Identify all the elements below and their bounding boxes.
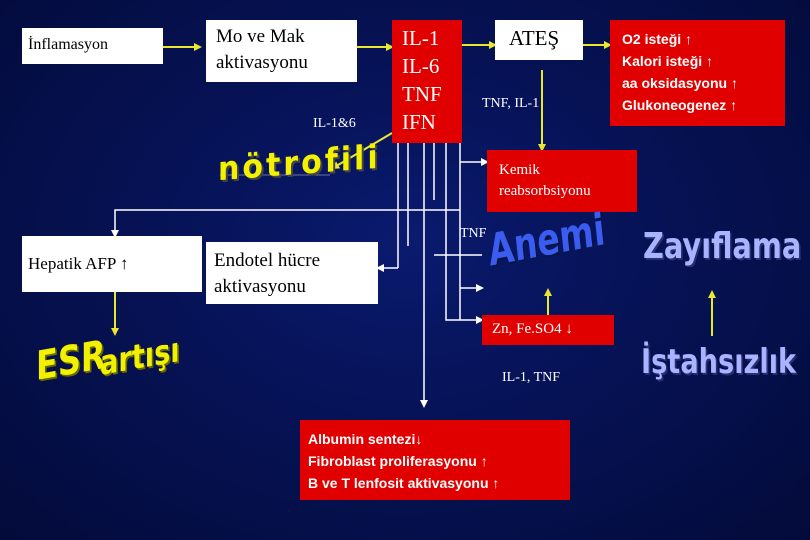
arrow-il-to-notrofili [331,132,393,170]
o2-line4: Glukoneogenez ↑ [622,97,738,113]
fibroblast-up-icon: ↑ [480,453,488,469]
kemik-line2: reabsorbsiyonu [499,183,591,199]
label-il1-tnf: IL-1, TNF [502,370,561,385]
kemik-line1: Kemik [499,162,540,178]
ates-box: ATEŞ [495,20,583,60]
cytokine-ifn: IFN [402,110,436,134]
o2-up-icon-4: ↑ [730,97,738,113]
ates-text: ATEŞ [509,26,560,50]
cytokine-box: IL-1 IL-6 TNF IFN [392,20,462,143]
label-tnf: TNF [460,226,487,241]
endotel-line1: Endotel hücre [214,250,321,271]
label-tnf-il1: TNF, IL-1 [482,96,540,111]
zn-text: Zn, Fe.SO4 [492,321,562,337]
label-il1-6: IL-1&6 [313,116,356,131]
kemik-box: Kemik reabsorbsiyonu [487,150,637,212]
zn-down-icon: ↓ [565,321,573,337]
o2-line1: O2 isteği ↑ [622,31,693,47]
o2-line3: aa oksidasyonu ↑ [622,75,738,91]
mo-mak-line2: aktivasyonu [216,52,308,73]
albumin-line2: Fibroblast proliferasyonu ↑ [308,453,488,469]
albumin-down-icon: ↓ [415,431,423,447]
inflamasyon-text: İnflamasyon [28,36,108,53]
o2-box: O2 isteği ↑ Kalori isteği ↑ aa oksidasyo… [610,20,785,126]
o2-up-icon-1: ↑ [685,31,693,47]
endotel-line2: aktivasyonu [214,276,306,297]
wordart-istahsizlik: İştahsızlık [641,342,797,382]
hepatik-text: Hepatik AFP [28,254,116,273]
albumin-line1: Albumin sentezi↓ [308,431,423,447]
o2-up-icon-2: ↑ [706,53,714,69]
mo-mak-line1: Mo ve Mak [216,26,305,47]
o2-up-icon-3: ↑ [730,75,738,91]
line-to-zn [445,290,484,324]
albumin-line3: B ve T lenfosit aktivasyonu ↑ [308,475,500,491]
o2-line2: Kalori isteği ↑ [622,53,714,69]
line-to-hepatik [111,209,460,238]
cytokine-il6: IL-6 [402,54,440,78]
albumin-box: Albumin sentezi↓ Fibroblast proliferasyo… [300,420,570,500]
zn-box: Zn, Fe.SO4 ↓ [482,315,614,345]
mo-mak-box: Mo ve Mak aktivasyonu [206,20,357,82]
cytokine-il1: IL-1 [402,26,440,50]
cytokine-tnf: TNF [402,82,442,106]
hepatik-box: Hepatik AFP ↑ [22,236,202,292]
wordart-zayiflama: Zayıflama [643,226,802,267]
inflamasyon-box: İnflamasyon [22,28,163,64]
hepatik-up-icon: ↑ [119,254,129,273]
endotel-box: Endotel hücre aktivasyonu [206,242,378,304]
lenfosit-up-icon: ↑ [492,475,500,491]
